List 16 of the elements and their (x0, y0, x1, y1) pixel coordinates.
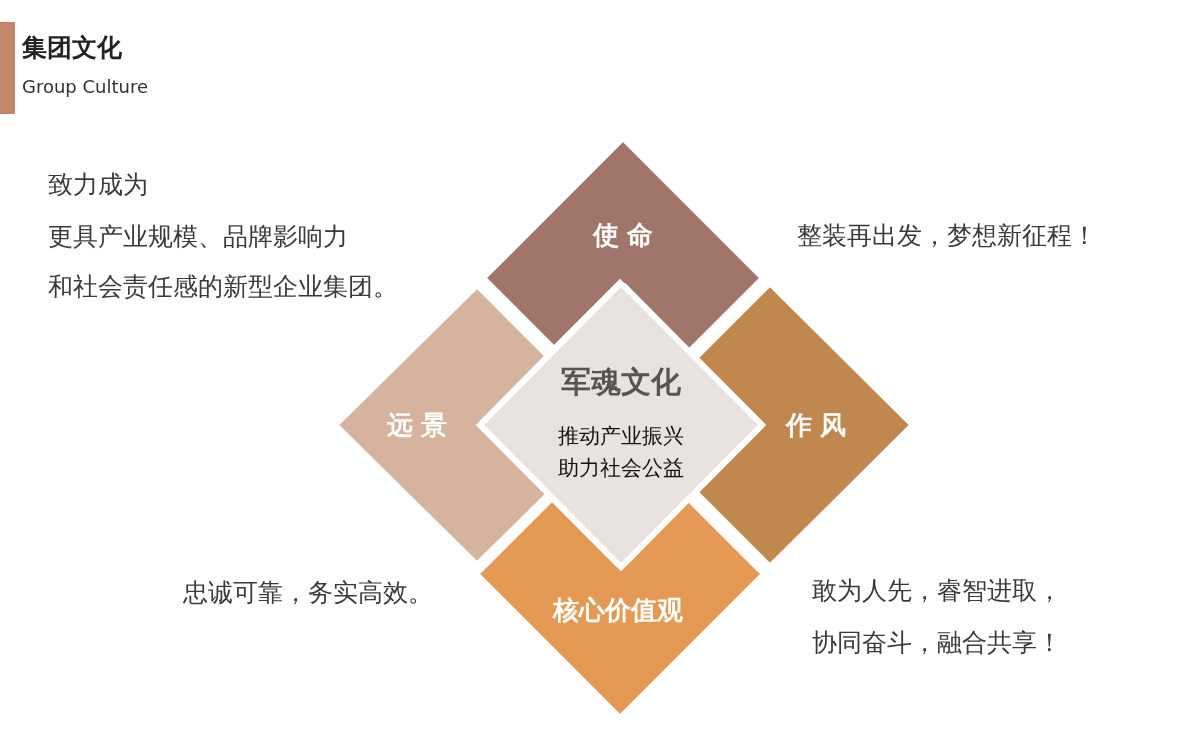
slogan-text: 忠诚可靠，务实高效。 (183, 577, 433, 609)
subtitle: Group Culture (22, 76, 149, 97)
tile-heading: 远景 (386, 408, 455, 442)
slogan-text: 更具产业规模、品牌影响力 (48, 221, 348, 253)
tile-heading: 作风 (784, 408, 854, 442)
slogan-text: 整装再出发，梦想新征程！ (797, 220, 1097, 252)
tile-heading: 使命 (591, 218, 661, 252)
page-title: 集团文化 (22, 32, 122, 64)
tile-text: 推动产业振兴 (558, 423, 684, 450)
slogan-text: 致力成为 (48, 169, 148, 201)
tile-text: 助力社会公益 (558, 455, 684, 482)
slogan-text: 协同奋斗，融合共享！ (812, 627, 1062, 659)
slogan-text: 敢为人先，睿智进取， (812, 575, 1062, 607)
tile-heading: 军魂文化 (561, 362, 681, 401)
tile-heading: 核心价值观 (553, 593, 683, 627)
slogan-text: 和社会责任感的新型企业集团。 (48, 271, 398, 303)
